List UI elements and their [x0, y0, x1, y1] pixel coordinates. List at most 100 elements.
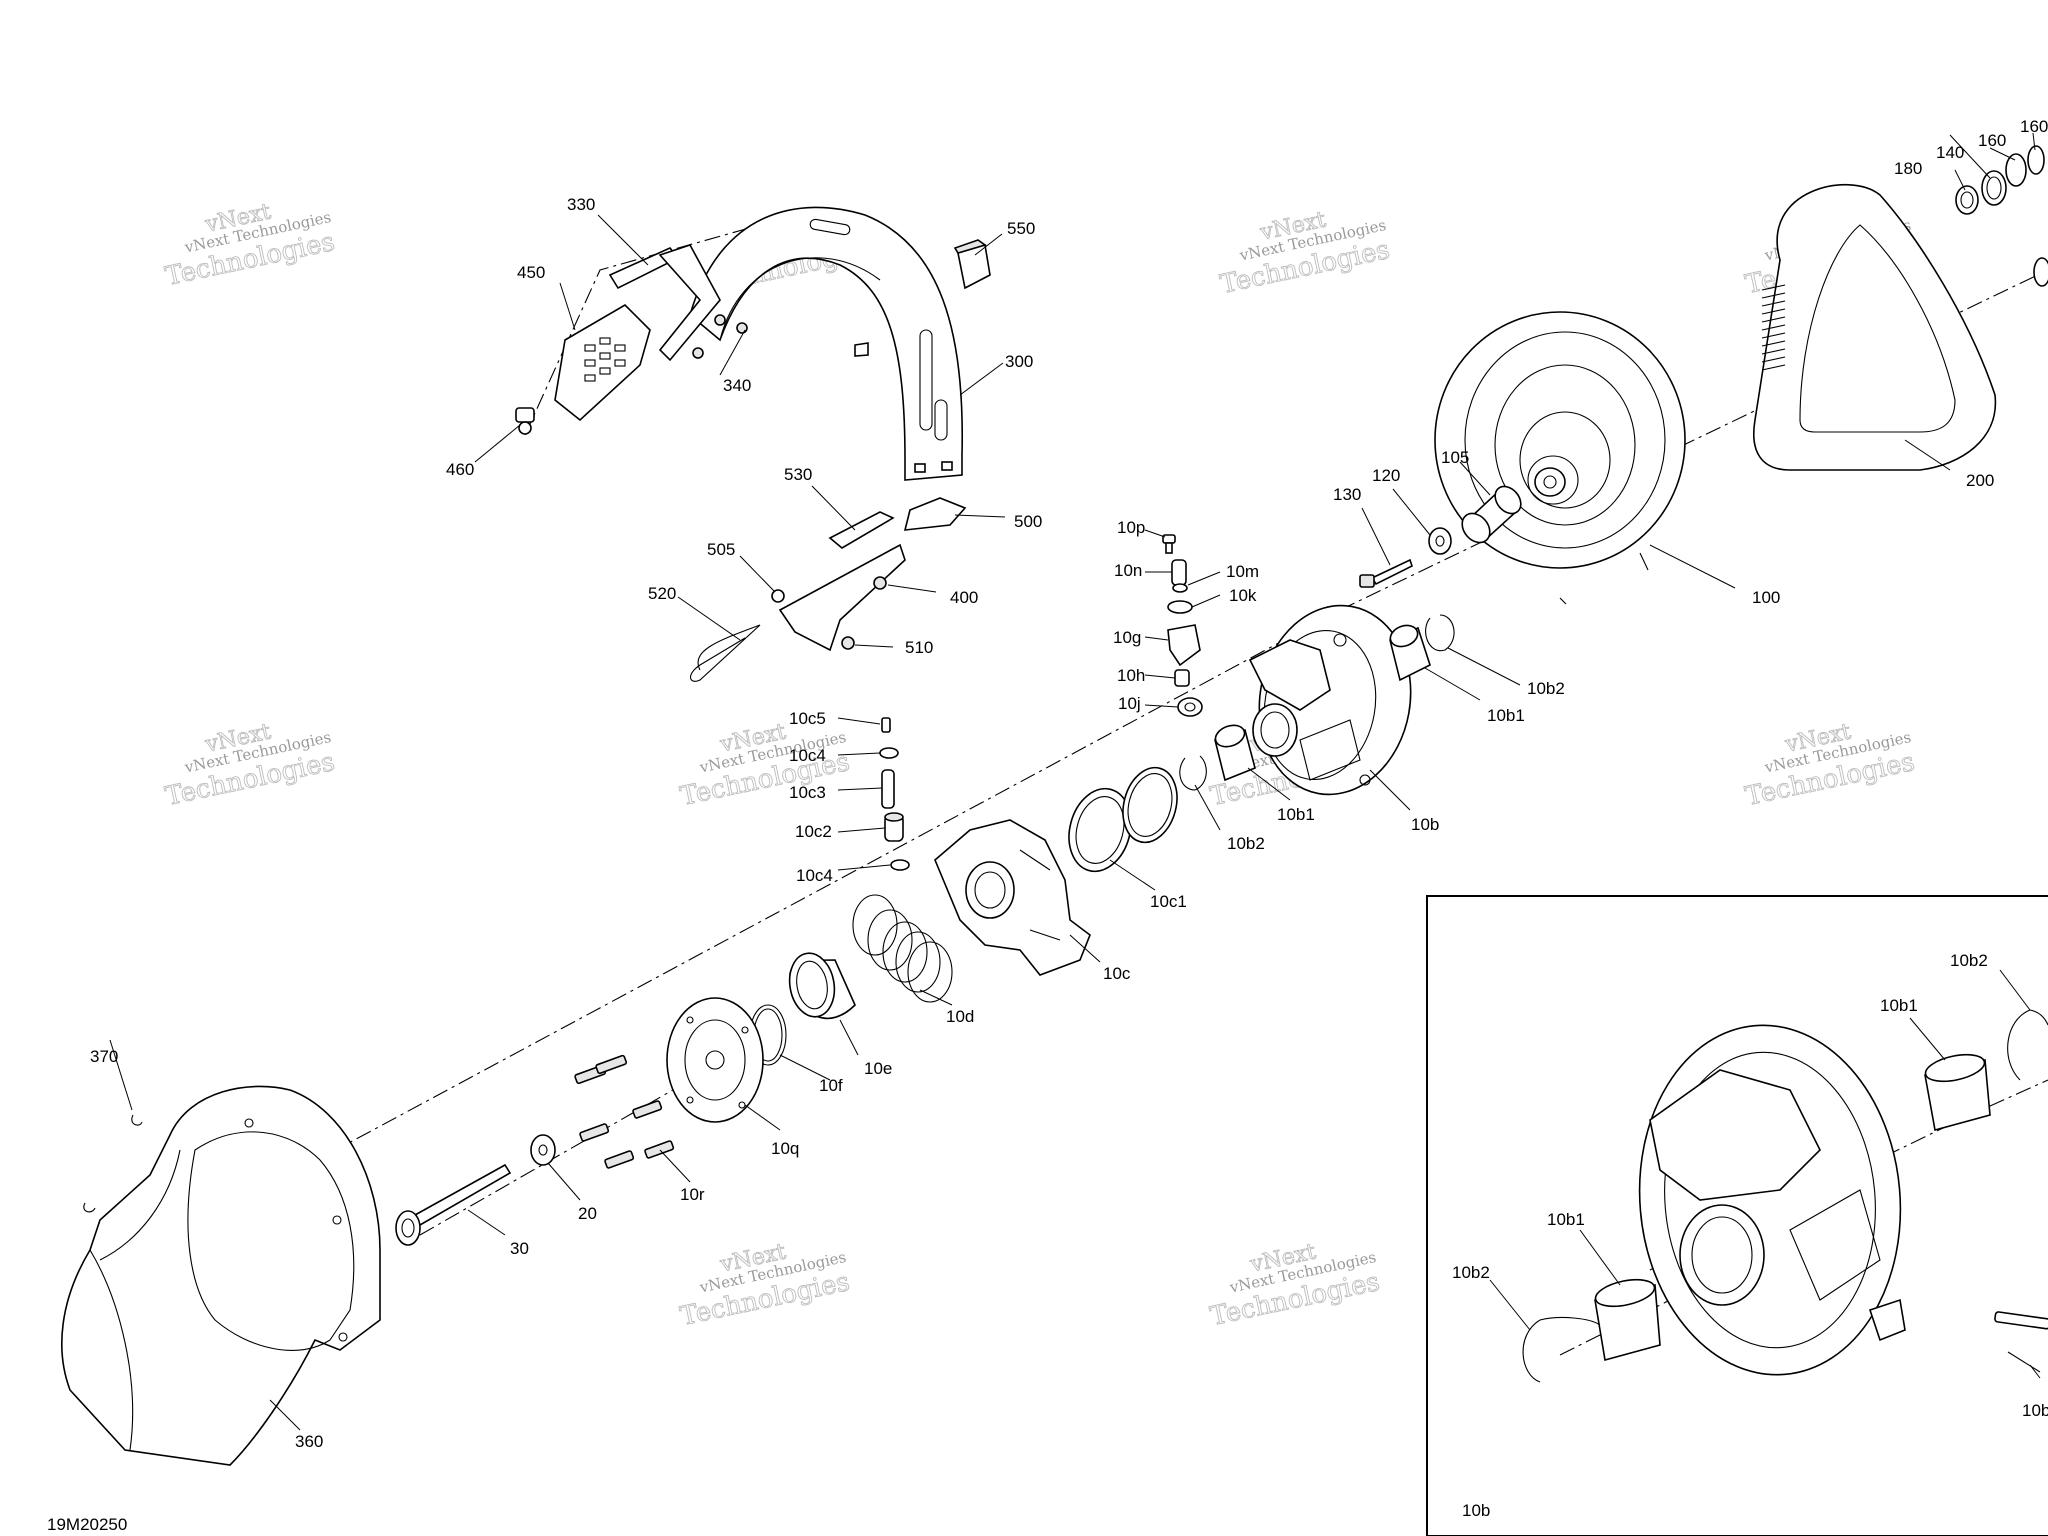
label-10p: 10p [1117, 518, 1145, 537]
label-inset-10b: 10b [2022, 1401, 2048, 1420]
label-460: 460 [446, 460, 474, 479]
roller-10j [1177, 697, 1203, 717]
bushing-10b1-main-b [1214, 724, 1256, 782]
lower-cover-360 [61, 1085, 381, 1466]
spring-10d [852, 894, 953, 1003]
drive-belt-200 [1753, 183, 1997, 471]
washer-10c4-bottom [890, 859, 910, 871]
bracket-330 [608, 244, 721, 362]
bushing-10e [788, 952, 856, 1020]
sleeve-10n [1171, 559, 1187, 586]
label-20: 20 [578, 1204, 597, 1223]
label-10d: 10d [946, 1007, 974, 1026]
main-assembly-axis [279, 269, 2048, 1181]
label-400: 400 [950, 588, 978, 607]
ring-10b2-main-a [1425, 614, 1455, 652]
label-10b2: 10b2 [1227, 834, 1265, 853]
washer-10k [1167, 600, 1193, 614]
washer-20 [530, 1134, 556, 1166]
watermark: vNext vNext Technologies Technologies [1742, 719, 1917, 813]
label-10b: 10b [1411, 815, 1439, 834]
screw-10p [1162, 534, 1176, 554]
ring-140 [1981, 170, 2007, 206]
label-10k: 10k [1229, 586, 1257, 605]
label-10b2: 10b2 [1527, 679, 1565, 698]
label-10m: 10m [1226, 562, 1259, 581]
label-inset-10b1: 10b1 [1547, 1210, 1585, 1229]
ring-edge [2033, 257, 2048, 287]
label-10b1: 10b1 [1487, 706, 1525, 725]
label-450: 450 [517, 263, 545, 282]
label-505: 505 [707, 540, 735, 559]
label-120: 120 [1372, 466, 1400, 485]
fixed-sheave-100 [1434, 311, 1686, 605]
label-10c1: 10c1 [1150, 892, 1187, 911]
spacer-180 [1955, 185, 1979, 215]
bracket-plate [778, 543, 906, 652]
label-360: 360 [295, 1432, 323, 1451]
label-10f: 10f [819, 1076, 843, 1095]
inset-title: 10b [1462, 1501, 1490, 1520]
label-10n: 10n [1114, 561, 1142, 580]
label-inset-10b2: 10b2 [1452, 1263, 1490, 1282]
ring-gear-10c1 [1068, 787, 1132, 873]
label-500: 500 [1014, 512, 1042, 531]
label-160: 160 [2020, 117, 2048, 136]
watermark: vNext vNext Technologies Technologies [677, 719, 852, 813]
screw-10c5 [881, 717, 891, 733]
watermark: vNext vNext Technologies Technologies [677, 1239, 852, 1333]
watermark: vNext vNext Technologies Technologies [1207, 1239, 1382, 1333]
pin-10c3 [881, 769, 895, 809]
washer-10c4-top [879, 747, 899, 759]
label-510: 510 [905, 638, 933, 657]
label-10b1: 10b1 [1277, 805, 1315, 824]
block-550 [953, 239, 991, 290]
part-labels: 330 450 460 340 550 300 530 500 505 520 … [47, 117, 2048, 1534]
label-200: 200 [1966, 471, 1994, 490]
label-10e: 10e [864, 1059, 892, 1078]
weight-10g [1167, 624, 1201, 667]
label-inset-10b1: 10b1 [1880, 996, 1918, 1015]
label-140: 140 [1936, 143, 1964, 162]
upper-belt-guard-300 [689, 206, 964, 481]
top-bracket-axis [524, 224, 761, 436]
watermark: vNext vNext Technologies Technologies [1217, 207, 1392, 301]
label-10c4: 10c4 [789, 746, 826, 765]
ring-160-a [2005, 153, 2027, 187]
washer-120 [1428, 527, 1452, 555]
cover-plate-10q [666, 997, 764, 1123]
label-10h: 10h [1117, 666, 1145, 685]
screw-400 [873, 576, 887, 590]
label-10g: 10g [1113, 628, 1141, 647]
label-10c5: 10c5 [789, 709, 826, 728]
label-370: 370 [90, 1047, 118, 1066]
label-340: 340 [723, 376, 751, 395]
clip-460 [515, 407, 535, 435]
screw-510 [841, 636, 855, 650]
label-530: 530 [784, 465, 812, 484]
screw-130 [1359, 558, 1413, 588]
plate-450 [554, 303, 651, 422]
bushing-10m [1172, 583, 1188, 593]
clip-505 [771, 589, 785, 603]
label-105: 105 [1441, 448, 1469, 467]
label-10r: 10r [680, 1185, 705, 1204]
clip-370 [83, 1114, 143, 1213]
spider-10c [934, 819, 1091, 976]
label-10j: 10j [1118, 694, 1141, 713]
label-180: 180 [1894, 159, 1922, 178]
label-10c2: 10c2 [795, 822, 832, 841]
diagram-code: 19M20250 [47, 1515, 127, 1534]
label-130: 130 [1333, 485, 1361, 504]
watermark: vNext vNext Technologies Technologies [162, 199, 337, 293]
label-300: 300 [1005, 352, 1033, 371]
label-330: 330 [567, 195, 595, 214]
watermark: vNext vNext Technologies Technologies [162, 719, 337, 813]
leader-lines [109, 132, 2041, 1431]
ring-160-b [2027, 145, 2045, 175]
bushing-10b1-main-a [1389, 624, 1431, 682]
label-inset-10b2: 10b2 [1950, 951, 1988, 970]
movable-sheave-10b [1248, 604, 1412, 796]
mount-500 [903, 497, 967, 531]
